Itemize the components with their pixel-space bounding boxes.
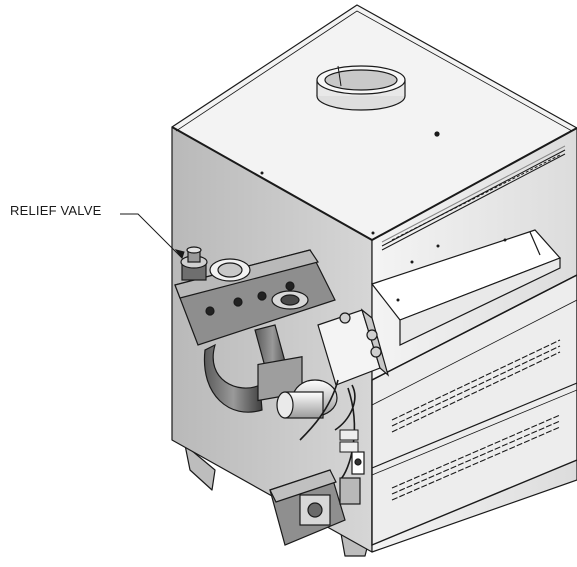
relief-valve xyxy=(180,246,208,281)
base-foot-left xyxy=(184,444,216,491)
relief-valve-label: RELIEF VALVE xyxy=(10,203,102,218)
side-door-panel xyxy=(371,274,577,547)
side-recess xyxy=(371,229,562,346)
circulator-motor xyxy=(257,356,338,419)
panel-screws xyxy=(260,171,507,302)
gas-valve xyxy=(269,451,365,546)
louvers-upper xyxy=(381,145,566,251)
supply-manifold xyxy=(174,249,336,346)
junction-box xyxy=(317,308,390,386)
terminal-strip xyxy=(339,429,359,453)
relief-valve-leader xyxy=(120,213,185,260)
top-rim xyxy=(175,10,573,132)
louvers-lower xyxy=(391,339,561,501)
flue-collar xyxy=(316,65,440,137)
